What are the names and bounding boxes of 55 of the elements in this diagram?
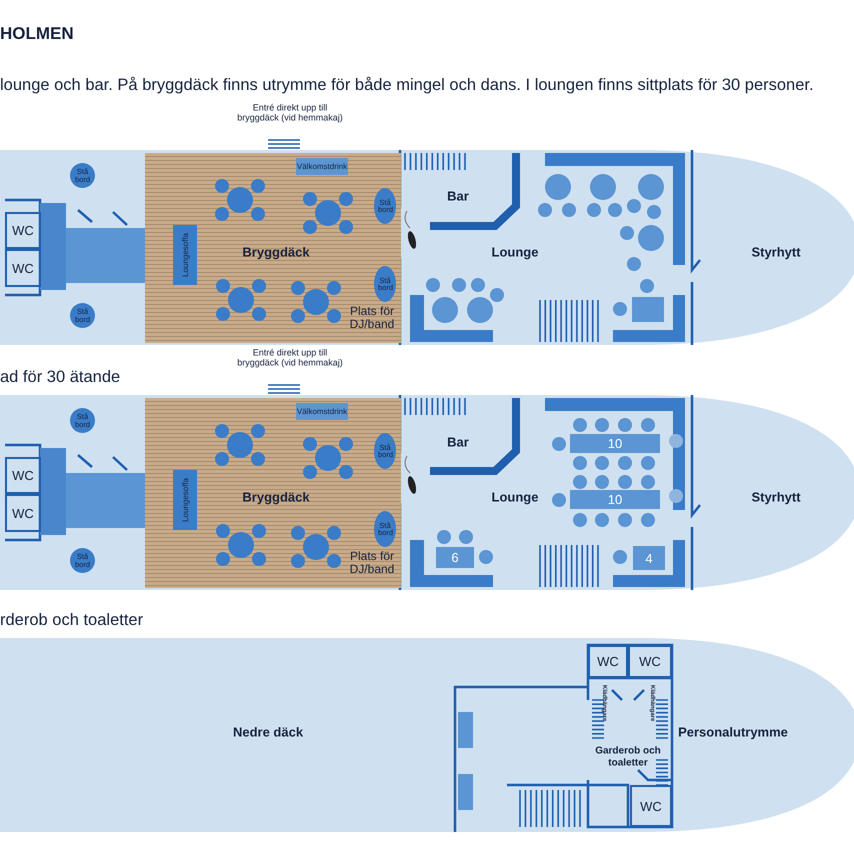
- standing-table: [374, 433, 396, 469]
- area-label: Bar: [447, 436, 469, 450]
- toilet-room: [5, 212, 41, 249]
- area-label: Bryggdäck: [242, 244, 310, 260]
- note-label: Plats för DJ/band: [348, 550, 396, 576]
- toilet-room: [5, 457, 41, 494]
- room-label: WC: [597, 654, 619, 669]
- station-label: Välkomstdrink: [296, 407, 348, 416]
- room-label: WC: [12, 506, 34, 520]
- room-label: WC: [639, 654, 661, 669]
- area-label: Lounge: [492, 246, 538, 260]
- room-label: WC: [12, 260, 34, 276]
- seat-count: 4: [645, 550, 653, 566]
- drink-station: [296, 158, 348, 175]
- standing-table: [374, 188, 396, 224]
- entrance-note: Entré direkt upp till bryggdäck (vid hemmakaj): [236, 102, 344, 124]
- area-label: Bryggdäck: [242, 490, 310, 504]
- section-heading: ad för 30 ätande: [0, 368, 120, 387]
- dining-table: [570, 490, 660, 509]
- page-title: HOLMEN: [0, 24, 74, 44]
- sofa-label: Loungesoffa: [180, 478, 190, 522]
- dining-table: [570, 434, 660, 453]
- area-label: Styrhytt: [751, 246, 801, 260]
- standing-table: [374, 266, 396, 302]
- area-label: Lounge: [492, 490, 538, 506]
- toilet-room: [628, 645, 672, 678]
- seat-count: 6: [451, 550, 459, 565]
- intro-text: lounge och bar. På bryggdäck finns utrymme för både mingel och dans. I loungen finns sittplats för 30 personer.: [0, 76, 814, 95]
- station-label: Välkomstdrink: [296, 162, 348, 171]
- room-label: WC: [12, 468, 34, 483]
- dining-table: [436, 547, 474, 568]
- lounge-sofa: [173, 470, 197, 530]
- area-label: Bar: [447, 190, 469, 204]
- area-label: Personalutrymme: [678, 726, 788, 740]
- wooden-deck-area: [145, 153, 401, 343]
- seat-count: 10: [608, 436, 622, 451]
- room-label: WC: [640, 798, 662, 814]
- note-label: Plats för DJ/band: [348, 304, 396, 332]
- toilet-room: [630, 785, 672, 827]
- area-label: Styrhytt: [751, 490, 801, 506]
- toilet-room: [588, 645, 628, 678]
- toilet-room: [5, 494, 41, 532]
- toilet-room: [5, 249, 41, 287]
- drink-station: [296, 403, 348, 420]
- section-heading: rderob och toaletter: [0, 611, 144, 630]
- entrance-note: Entré direkt upp till bryggdäck (vid hemmakaj): [236, 348, 344, 368]
- room-label: WC: [12, 223, 34, 238]
- lounge-sofa: [173, 225, 197, 285]
- dining-table: [633, 546, 665, 570]
- standing-table: [374, 511, 396, 547]
- area-label: Garderob och toaletter: [594, 746, 662, 768]
- wooden-deck-area: [145, 398, 401, 588]
- seat-count: 10: [608, 492, 622, 507]
- area-label: Nedre däck: [232, 726, 304, 740]
- sofa-label: Loungesoffa: [180, 233, 190, 277]
